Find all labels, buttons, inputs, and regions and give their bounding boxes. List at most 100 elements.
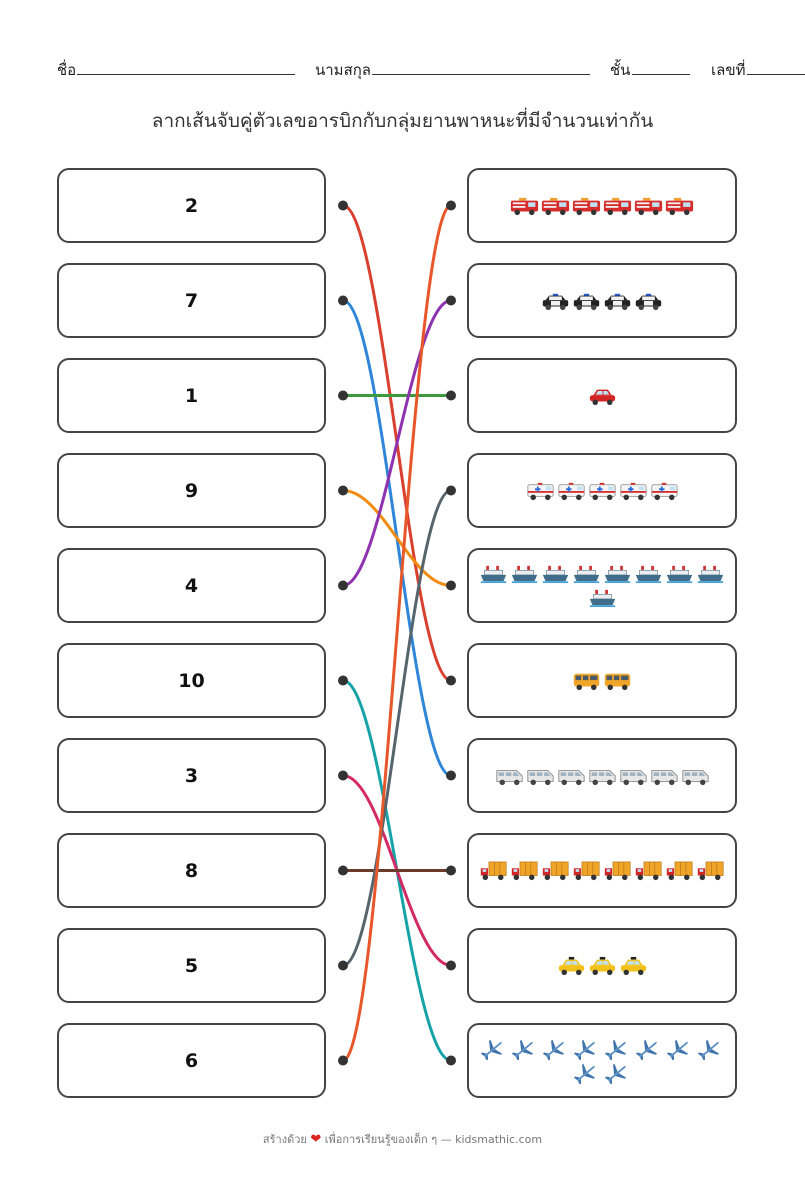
truck-icon	[696, 860, 725, 882]
left-anchor-dot[interactable]	[338, 295, 348, 306]
van-icon	[588, 765, 617, 787]
number-box[interactable]: 8	[57, 833, 326, 908]
vehicle-group-box[interactable]	[467, 833, 737, 908]
ambulance-icon	[650, 480, 679, 502]
left-anchor-dot[interactable]	[338, 770, 348, 781]
vehicle-group-box[interactable]	[467, 1023, 737, 1098]
number-label: เลขที่	[711, 61, 746, 79]
right-anchor-dot[interactable]	[446, 675, 456, 686]
left-anchor-dot[interactable]	[338, 485, 348, 496]
vehicle-group-box[interactable]	[467, 358, 737, 433]
vehicle-group-box[interactable]	[467, 643, 737, 718]
police-car-icon	[541, 290, 570, 312]
truck-icon	[665, 860, 694, 882]
right-anchor-dot[interactable]	[446, 390, 456, 401]
class-line[interactable]	[632, 74, 690, 75]
right-anchor-dot[interactable]	[446, 1055, 456, 1066]
left-anchor-dot[interactable]	[338, 675, 348, 686]
match-line[interactable]	[341, 299, 453, 777]
taxi-icon	[588, 955, 617, 977]
number-box[interactable]: 9	[57, 453, 326, 528]
van-icon	[495, 765, 524, 787]
match-line[interactable]	[341, 774, 453, 967]
airplane-icon	[479, 1038, 508, 1060]
van-icon	[619, 765, 648, 787]
ship-icon	[665, 563, 694, 585]
ambulance-icon	[588, 480, 617, 502]
ambulance-icon	[526, 480, 555, 502]
vehicle-group-box[interactable]	[467, 168, 737, 243]
right-anchor-dot[interactable]	[446, 200, 456, 211]
ship-icon	[510, 563, 539, 585]
truck-icon	[479, 860, 508, 882]
ship-icon	[541, 563, 570, 585]
airplane-icon	[572, 1062, 601, 1084]
right-anchor-dot[interactable]	[446, 865, 456, 876]
number-box[interactable]: 5	[57, 928, 326, 1003]
match-line[interactable]	[341, 299, 453, 587]
ambulance-icon	[619, 480, 648, 502]
police-car-icon	[572, 290, 601, 312]
ambulance-icon	[557, 480, 586, 502]
surname-line[interactable]	[372, 74, 590, 75]
number-box[interactable]: 3	[57, 738, 326, 813]
ship-icon	[634, 563, 663, 585]
right-anchor-dot[interactable]	[446, 295, 456, 306]
ship-icon	[696, 563, 725, 585]
bus-icon	[603, 670, 632, 692]
match-line[interactable]	[341, 204, 453, 1062]
ship-icon	[479, 563, 508, 585]
number-label: 7	[184, 289, 199, 312]
surname-label: นามสกุล	[315, 61, 371, 79]
number-box[interactable]: 7	[57, 263, 326, 338]
right-anchor-dot[interactable]	[446, 960, 456, 971]
number-box[interactable]: 10	[57, 643, 326, 718]
bus-icon	[572, 670, 601, 692]
left-anchor-dot[interactable]	[338, 580, 348, 591]
number-label: 2	[184, 194, 199, 217]
number-label: 5	[184, 954, 199, 977]
number-box[interactable]: 6	[57, 1023, 326, 1098]
number-box[interactable]: 2	[57, 168, 326, 243]
left-anchor-dot[interactable]	[338, 390, 348, 401]
number-label: 6	[184, 1049, 199, 1072]
left-anchor-dot[interactable]	[338, 960, 348, 971]
airplane-icon	[665, 1038, 694, 1060]
right-anchor-dot[interactable]	[446, 770, 456, 781]
match-line[interactable]	[341, 489, 453, 967]
truck-icon	[603, 860, 632, 882]
taxi-icon	[619, 955, 648, 977]
vehicle-group-box[interactable]	[467, 453, 737, 528]
right-anchor-dot[interactable]	[446, 485, 456, 496]
number-box[interactable]: 4	[57, 548, 326, 623]
van-icon	[557, 765, 586, 787]
left-anchor-dot[interactable]	[338, 1055, 348, 1066]
match-line[interactable]	[341, 204, 453, 682]
car-icon	[588, 385, 617, 407]
match-line[interactable]	[341, 489, 453, 587]
fire-truck-icon	[665, 195, 694, 217]
police-car-icon	[603, 290, 632, 312]
vehicle-group-box[interactable]	[467, 928, 737, 1003]
vehicle-group-box[interactable]	[467, 738, 737, 813]
airplane-icon	[510, 1038, 539, 1060]
number-box[interactable]: 1	[57, 358, 326, 433]
number-label: 3	[184, 764, 199, 787]
left-anchor-dot[interactable]	[338, 865, 348, 876]
vehicle-group-box[interactable]	[467, 263, 737, 338]
name-line[interactable]	[77, 74, 295, 75]
left-anchor-dot[interactable]	[338, 200, 348, 211]
ship-icon	[603, 563, 632, 585]
ship-icon	[588, 587, 617, 609]
airplane-icon	[603, 1038, 632, 1060]
ship-icon	[572, 563, 601, 585]
truck-icon	[510, 860, 539, 882]
airplane-icon	[541, 1038, 570, 1060]
match-line[interactable]	[341, 679, 453, 1062]
right-anchor-dot[interactable]	[446, 580, 456, 591]
heart-icon: ❤	[310, 1132, 322, 1147]
number-line[interactable]	[747, 74, 805, 75]
number-label: 8	[184, 859, 199, 882]
vehicle-group-box[interactable]	[467, 548, 737, 623]
footer: สร้างด้วย ❤ เพื่อการเรียนรู้ของเด็ก ๆ — …	[0, 1130, 805, 1148]
